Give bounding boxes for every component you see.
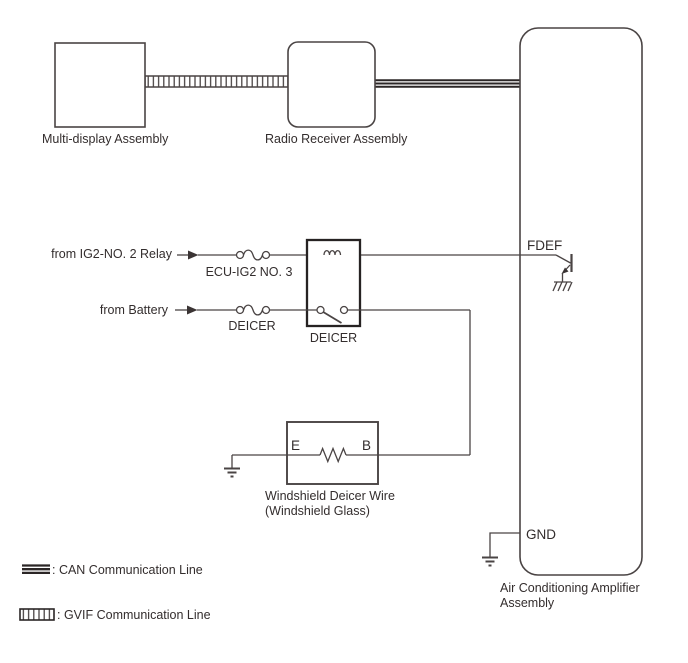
- ig2-feed-circuit: from IG2-NO. 2 Relay ECU-IG2 NO. 3: [51, 247, 556, 279]
- gvif-line-symbol: [19, 608, 55, 621]
- ac-amplifier-label-line1: Air Conditioning Amplifier: [500, 581, 640, 595]
- gvif-legend-label: : GVIF Communication Line: [57, 608, 211, 622]
- gnd-pin: GND: [482, 527, 556, 567]
- flow-arrow-icon: [188, 250, 199, 260]
- radio-receiver-assembly: Radio Receiver Assembly: [265, 41, 408, 146]
- fuse-deicer-label: DEICER: [228, 319, 275, 333]
- driver-arrow-icon: [561, 267, 569, 274]
- terminal-b-label: B: [362, 438, 371, 453]
- resistor-icon: [319, 446, 347, 464]
- multi-display-assembly: Multi-display Assembly: [42, 42, 169, 146]
- radio-receiver-label: Radio Receiver Assembly: [265, 132, 408, 146]
- gvif-communication-line: [144, 75, 289, 88]
- multi-display-box: [54, 42, 146, 128]
- windshield-deicer-wire: E B Windshield Deicer Wire (Windshield G…: [224, 421, 470, 518]
- earth-ground-icon: [224, 455, 240, 478]
- multi-display-label: Multi-display Assembly: [42, 132, 169, 146]
- ac-amplifier-assembly: Air Conditioning Amplifier Assembly: [500, 27, 643, 610]
- deicer-wire-label-line2: (Windshield Glass): [265, 504, 370, 518]
- deicer-relay-label: DEICER: [310, 331, 357, 345]
- battery-feed-circuit: from Battery DEICER: [100, 303, 471, 455]
- gnd-label: GND: [526, 527, 556, 542]
- ig2-source-label: from IG2-NO. 2 Relay: [51, 247, 173, 261]
- deicer-wire-box: [286, 421, 379, 485]
- terminal-e-label: E: [291, 438, 300, 453]
- relay-coil-icon: [323, 249, 342, 256]
- radio-receiver-box: [287, 41, 376, 128]
- chassis-ground-icon: [552, 281, 573, 292]
- flow-arrow-icon: [187, 305, 198, 315]
- can-communication-line: [375, 79, 520, 88]
- deicer-wire-label-line1: Windshield Deicer Wire: [265, 489, 395, 503]
- fdef-label: FDEF: [527, 238, 562, 253]
- ac-amplifier-box: [519, 27, 643, 576]
- legend: : CAN Communication Line : GVIF Communic…: [19, 563, 211, 622]
- fuse-ecu-ig2-symbol: [235, 249, 271, 261]
- fuse-deicer-symbol: [235, 304, 271, 316]
- can-line-symbol: [22, 564, 50, 575]
- fdef-pin: FDEF: [527, 238, 573, 292]
- earth-ground-icon: [482, 556, 498, 567]
- deicer-relay: DEICER: [305, 238, 362, 345]
- ac-amplifier-label-line2: Assembly: [500, 596, 555, 610]
- battery-source-label: from Battery: [100, 303, 169, 317]
- can-legend-label: : CAN Communication Line: [52, 563, 203, 577]
- fuse-ecu-ig2-label: ECU-IG2 NO. 3: [206, 265, 293, 279]
